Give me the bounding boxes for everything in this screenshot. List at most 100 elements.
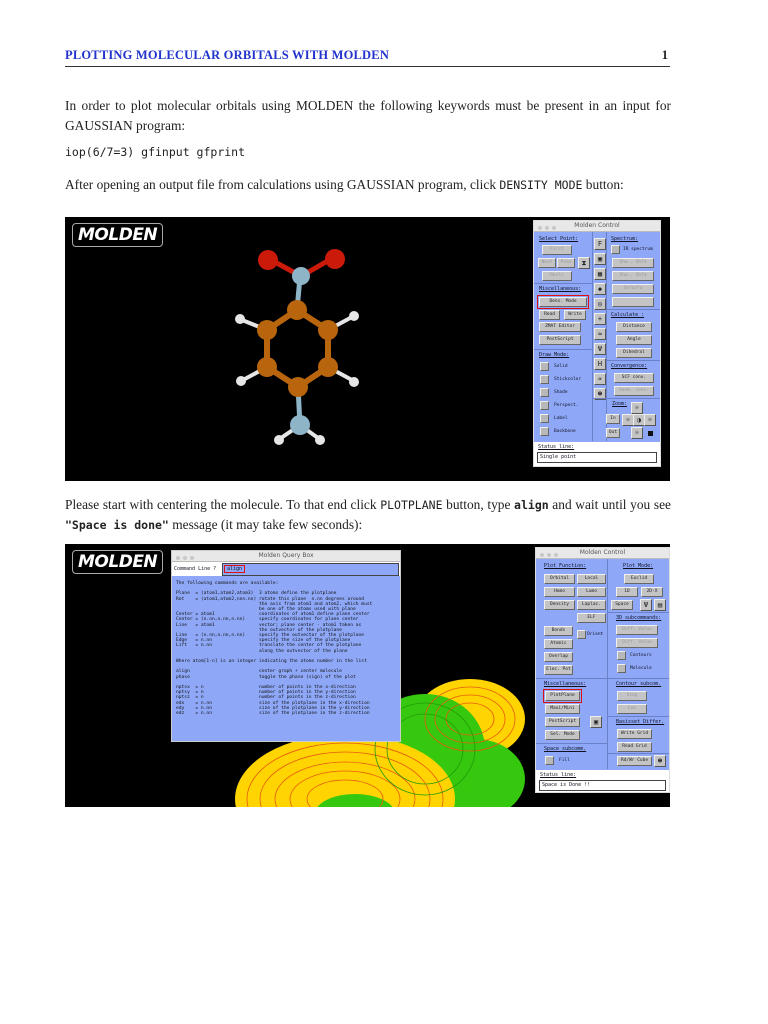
homo-button[interactable]: Homo bbox=[544, 587, 575, 597]
prev-button[interactable]: Prev bbox=[557, 258, 575, 268]
command-line-input[interactable]: align bbox=[222, 563, 399, 576]
1d-button[interactable]: 1D bbox=[616, 587, 638, 597]
panel-title: Molden Control bbox=[579, 549, 626, 556]
2dx-button[interactable]: 2D-X bbox=[641, 587, 663, 597]
keywords-code: iop(6/7=3) gfinput gfprint bbox=[65, 145, 246, 159]
shield-icon[interactable]: ◆ bbox=[594, 283, 606, 295]
molden-query-box: Molden Query Box Command Line ? align Th… bbox=[171, 550, 401, 742]
scf-conv-button[interactable]: SCF conv. bbox=[614, 373, 654, 383]
orbital-isosurface bbox=[235, 679, 525, 807]
diff-value-button-2[interactable]: Diff. Value bbox=[616, 638, 658, 648]
distance-button[interactable]: Distance bbox=[616, 322, 652, 332]
rotate-right-icon[interactable]: ☼ bbox=[644, 414, 656, 426]
status-line: Space is Done !! bbox=[539, 780, 666, 791]
orbital-button[interactable]: Orbital bbox=[544, 574, 575, 584]
zoom-in-button[interactable]: In bbox=[606, 414, 620, 424]
stop-icon[interactable] bbox=[648, 431, 653, 436]
local-button[interactable]: Local bbox=[577, 574, 606, 584]
zoom-out-button[interactable]: Out bbox=[606, 428, 620, 438]
molecule-checkbox[interactable] bbox=[617, 664, 626, 673]
ir-spectrum-checkbox[interactable] bbox=[611, 245, 620, 254]
select-point-label: Select Point: bbox=[539, 236, 579, 242]
bonds-button[interactable]: Bonds bbox=[544, 626, 573, 636]
basisset-differ-label: Basisset Differ. bbox=[616, 719, 665, 725]
spectrum-button-1[interactable]: Shw.. Shfa bbox=[612, 258, 654, 268]
hourglass-icon[interactable]: ⧗ bbox=[578, 257, 590, 269]
orbital-icon[interactable]: ∝ bbox=[594, 373, 606, 385]
axes-icon[interactable]: + bbox=[594, 313, 606, 325]
save-icon[interactable]: ▣ bbox=[594, 253, 606, 265]
plotplane-button[interactable]: PlotPlane bbox=[543, 689, 582, 703]
contour-icon[interactable]: ▤ bbox=[654, 599, 666, 611]
read-grid-button[interactable]: Read Grid bbox=[617, 742, 652, 752]
shade-checkbox[interactable] bbox=[540, 388, 549, 397]
status-line: Single point bbox=[537, 452, 657, 463]
contours-checkbox[interactable] bbox=[617, 651, 626, 660]
stickcolor-checkbox[interactable] bbox=[540, 375, 549, 384]
atomic-button[interactable]: Atomic bbox=[544, 639, 573, 649]
elf-button[interactable]: ELF bbox=[577, 613, 606, 623]
running-header: PLOTTING MOLECULAR ORBITALS WITH MOLDEN … bbox=[65, 48, 670, 67]
save-icon[interactable]: ▣ bbox=[590, 716, 602, 728]
orient-checkbox[interactable] bbox=[577, 630, 586, 639]
read-button[interactable]: Read bbox=[539, 310, 560, 320]
grid-icon[interactable]: ▦ bbox=[594, 268, 606, 280]
zmat-editor-button[interactable]: ZMAT Editor bbox=[539, 322, 581, 332]
status-area: Status line: Space is Done !! bbox=[536, 770, 669, 792]
rotate-down-icon[interactable]: ☼ bbox=[631, 427, 643, 439]
step-button[interactable]: Step bbox=[617, 691, 647, 701]
solid-checkbox[interactable] bbox=[540, 362, 549, 371]
lumo-button[interactable]: Lumo bbox=[577, 587, 606, 597]
density-button[interactable]: Density bbox=[544, 600, 575, 610]
euclid-button[interactable]: Euclid bbox=[624, 574, 654, 584]
status-area: Status line: Single point bbox=[534, 442, 660, 466]
status-label: Status line: bbox=[538, 444, 575, 450]
hamiltonian-icon[interactable]: H bbox=[594, 358, 606, 370]
calculate-label: Calculate : bbox=[611, 312, 645, 318]
first-button[interactable]: First bbox=[542, 245, 572, 255]
spectrum-button-2[interactable]: Shw.. Shfa bbox=[612, 271, 654, 281]
cut-button[interactable]: Cut bbox=[617, 704, 647, 714]
spectrum-button-3[interactable]: Shfa/Fa bbox=[612, 284, 654, 294]
skull-icon[interactable]: ☻ bbox=[594, 388, 606, 400]
skull-icon[interactable]: ☻ bbox=[654, 755, 666, 767]
step2-paragraph: Please start with centering the molecule… bbox=[65, 497, 671, 532]
overlap-button[interactable]: Overlap bbox=[544, 652, 573, 662]
maxi-mini-button[interactable]: Maxi/Mini bbox=[545, 704, 580, 714]
wave-icon[interactable]: ≈ bbox=[594, 328, 606, 340]
command-value: align bbox=[223, 565, 246, 573]
perspect-checkbox[interactable] bbox=[540, 401, 549, 410]
dens-mode-button[interactable]: Dens. Mode bbox=[537, 295, 589, 309]
angle-button[interactable]: Angle bbox=[616, 335, 652, 345]
write-grid-button[interactable]: Write Grid bbox=[617, 729, 652, 739]
elec-pot-button[interactable]: Elec. Pot bbox=[544, 665, 573, 675]
sel-mode-button[interactable]: Sel. Mode bbox=[545, 730, 580, 740]
molden-control-panel: Molden Control Select Point: First Next … bbox=[533, 220, 661, 467]
psi-icon[interactable]: Ψ bbox=[594, 343, 606, 355]
space-subcomm-label: Space subcomm. bbox=[544, 746, 587, 752]
sphere-icon[interactable]: ◎ bbox=[594, 298, 606, 310]
molden-screenshot-density-mode: MOLDEN bbox=[65, 217, 670, 481]
label-checkbox[interactable] bbox=[540, 414, 549, 423]
geom-conv-button[interactable]: Geom. conv. bbox=[614, 386, 654, 396]
spectrum-button-4[interactable] bbox=[612, 297, 654, 307]
molden-logo: MOLDEN bbox=[72, 550, 164, 574]
rdwr-cube-button[interactable]: Rd/Wr Cube bbox=[617, 756, 652, 766]
plot-mode-label: Plot Mode: bbox=[623, 563, 654, 569]
laplac-button[interactable]: Laplac. bbox=[577, 600, 606, 610]
reslc-button[interactable]: Reslc bbox=[542, 271, 572, 281]
diff-value-button-1[interactable]: Diff. Value bbox=[616, 625, 658, 635]
fill-checkbox[interactable] bbox=[545, 756, 554, 765]
backbone-checkbox[interactable] bbox=[540, 427, 549, 436]
query-box-titlebar: Molden Query Box bbox=[172, 551, 400, 562]
next-button[interactable]: Next bbox=[538, 258, 556, 268]
postscript-button[interactable]: PostScript bbox=[539, 335, 581, 345]
write-button[interactable]: Write bbox=[564, 310, 586, 320]
rotate-up-icon[interactable]: ☼ bbox=[631, 402, 643, 414]
zoom-label: Zoom: bbox=[612, 401, 628, 407]
postscript-button[interactable]: PostScript bbox=[545, 717, 580, 727]
space-button[interactable]: Space bbox=[611, 600, 633, 610]
ff-icon[interactable]: F bbox=[594, 238, 606, 250]
psi-icon[interactable]: Ψ bbox=[640, 599, 652, 611]
dihedral-button[interactable]: Dihedral bbox=[616, 348, 652, 358]
